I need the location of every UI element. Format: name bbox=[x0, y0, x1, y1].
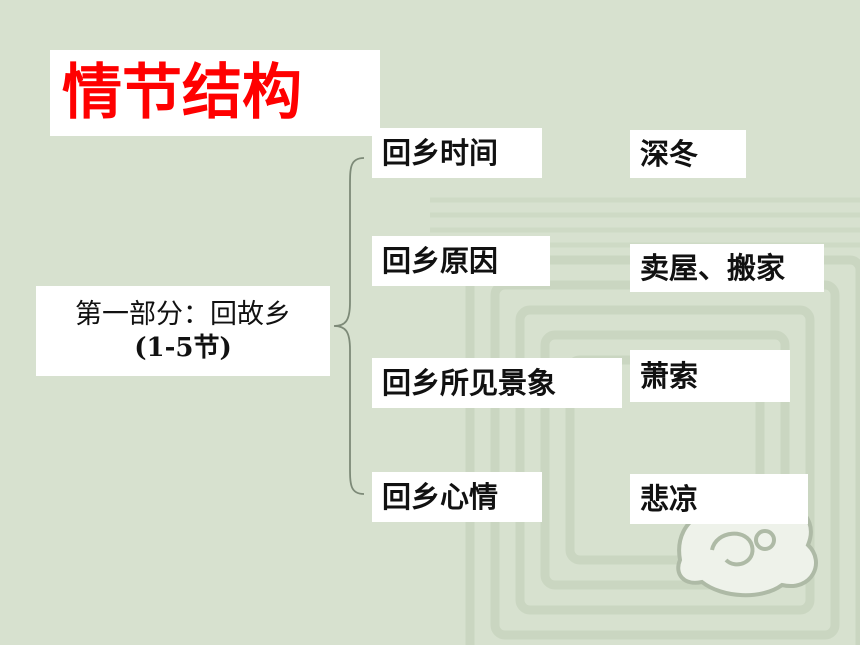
main-section-title: 第一部分：回故乡 bbox=[75, 298, 291, 330]
value-deep-winter: 深冬 bbox=[630, 130, 746, 178]
main-section-box: 第一部分：回故乡 (1-5节) bbox=[36, 286, 330, 376]
label-return-scenes: 回乡所见景象 bbox=[372, 358, 622, 408]
value-desolate: 萧索 bbox=[630, 350, 790, 402]
main-section-range: (1-5节) bbox=[134, 332, 232, 363]
slide-title: 情节结构 bbox=[50, 50, 380, 136]
cloud-ornament bbox=[676, 501, 818, 598]
value-sorrowful: 悲凉 bbox=[630, 474, 808, 524]
label-return-time: 回乡时间 bbox=[372, 128, 542, 178]
label-return-reason: 回乡原因 bbox=[372, 236, 550, 286]
value-sell-house-move: 卖屋、搬家 bbox=[630, 244, 824, 292]
curly-brace bbox=[333, 157, 365, 495]
label-return-mood: 回乡心情 bbox=[372, 472, 542, 522]
